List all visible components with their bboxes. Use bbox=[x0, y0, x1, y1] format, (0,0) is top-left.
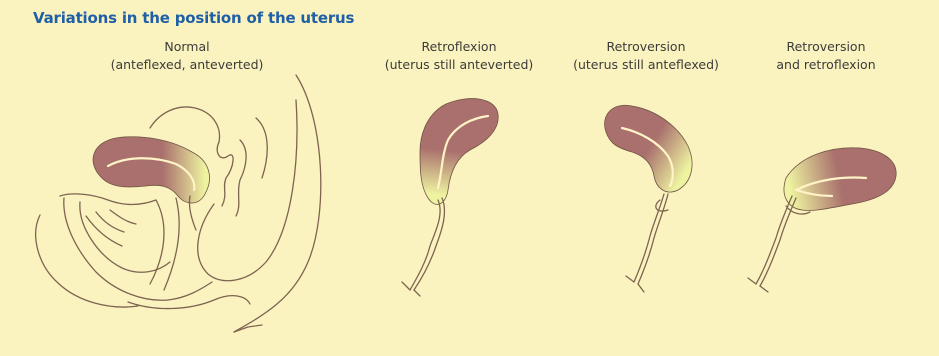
retroversion-illustration bbox=[605, 105, 692, 292]
retroversion-retroflexion-illustration bbox=[748, 148, 896, 292]
normal-pelvis-illustration bbox=[36, 75, 321, 332]
retroflexion-illustration bbox=[402, 99, 498, 296]
